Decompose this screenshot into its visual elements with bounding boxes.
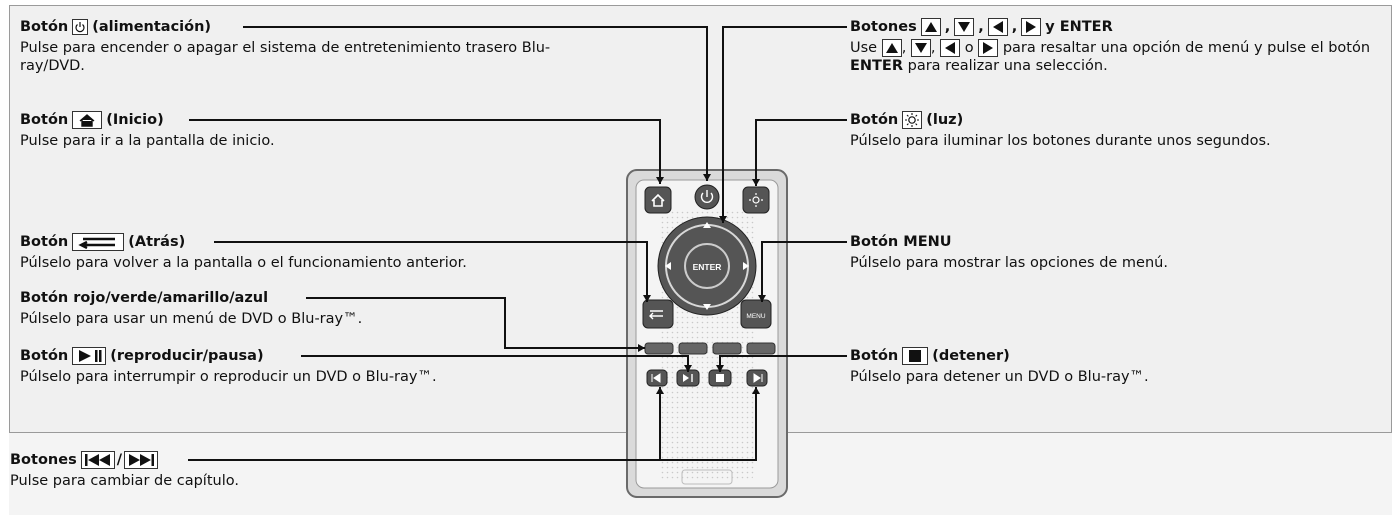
callout-back-title: Botón (Atrás) xyxy=(20,232,620,252)
right-arrow-icon[interactable] xyxy=(743,262,749,270)
leader-lines xyxy=(188,26,847,461)
callout-power-title: Botón (alimentación) xyxy=(20,17,580,37)
callout-home: Botón (Inicio) Pulse para ir a la pantal… xyxy=(20,110,580,150)
arrows-desc-enter: ENTER xyxy=(850,58,904,74)
callout-home-title-pre: Botón xyxy=(20,112,69,128)
light-button[interactable] xyxy=(742,186,770,214)
power-icon xyxy=(72,19,89,35)
callout-playpause-desc: Púlselo para interrumpir o reproducir un… xyxy=(20,369,437,385)
callout-arrows-desc: Use , , o para resaltar una opción de me… xyxy=(850,39,1371,74)
play-pause-icon xyxy=(72,347,107,365)
callout-menu: Botón MENU Púlselo para mostrar las opci… xyxy=(850,232,1380,272)
play-pause-button[interactable] xyxy=(676,369,700,387)
callout-playpause-title-post: (reproducir/pausa) xyxy=(110,348,264,364)
callout-color-title: Botón rojo/verde/amarillo/azul xyxy=(20,290,269,306)
next-button[interactable] xyxy=(746,369,768,387)
back-button[interactable] xyxy=(642,299,674,329)
arrows-desc-end: para realizar una selección. xyxy=(907,58,1108,74)
callout-color-desc: Púlselo para usar un menú de DVD o Blu-r… xyxy=(20,311,363,327)
stop-button[interactable] xyxy=(708,369,732,387)
callout-stop-desc: Púlselo para detener un DVD o Blu-ray™. xyxy=(850,369,1149,385)
enter-label: ENTER xyxy=(693,262,722,272)
callout-skip: Botones / Pulse para cambiar de capítulo… xyxy=(10,450,570,490)
skip-back-icon xyxy=(80,451,115,469)
callout-power-title-pre: Botón xyxy=(20,19,69,35)
arrows-desc-o: o xyxy=(964,40,974,56)
callout-arrows-title-post: y ENTER xyxy=(1045,19,1113,35)
callout-home-desc: Pulse para ir a la pantalla de inicio. xyxy=(20,133,275,149)
callout-home-title: Botón (Inicio) xyxy=(20,110,580,130)
right-icon xyxy=(1021,18,1042,36)
right-icon-inline xyxy=(978,39,999,57)
callout-stop: Botón (detener) Púlselo para detener un … xyxy=(850,346,1380,386)
callout-playpause-title-pre: Botón xyxy=(20,348,69,364)
back-icon xyxy=(72,233,125,251)
callout-arrows-title: Botones , , , y ENTER xyxy=(850,18,1113,36)
home-button[interactable] xyxy=(644,186,672,214)
menu-label: MENU xyxy=(746,313,765,320)
callout-menu-title: Botón MENU xyxy=(850,234,952,250)
power-button[interactable] xyxy=(694,184,720,210)
callout-light-desc: Púlselo para iluminar los botones durant… xyxy=(850,133,1271,149)
home-icon xyxy=(72,111,103,129)
callout-power-title-post: (alimentación) xyxy=(92,19,212,35)
callout-light-title-pre: Botón xyxy=(850,112,899,128)
skip-forward-icon xyxy=(124,451,158,469)
callout-arrows-title-pre: Botones xyxy=(850,19,917,35)
light-icon xyxy=(902,111,923,129)
callout-light-title-post: (luz) xyxy=(926,112,964,128)
up-arrow-icon[interactable] xyxy=(703,222,711,228)
up-icon xyxy=(920,18,941,36)
callout-back-title-pre: Botón xyxy=(20,234,69,250)
callout-stop-title: Botón (detener) xyxy=(850,346,1380,366)
callout-playpause: Botón (reproducir/pausa) Púlselo para in… xyxy=(20,346,580,386)
callout-home-title-post: (Inicio) xyxy=(106,112,164,128)
callout-arrows: Botones , , , y ENTER Use , , o para res… xyxy=(850,17,1380,75)
down-arrow-icon[interactable] xyxy=(703,304,711,310)
callout-playpause-title: Botón (reproducir/pausa) xyxy=(20,346,580,366)
stop-icon xyxy=(902,347,929,365)
remote-control: ENTER MENU xyxy=(626,169,788,498)
callout-back-title-post: (Atrás) xyxy=(128,234,186,250)
callout-light-title: Botón (luz) xyxy=(850,110,1385,130)
callout-stop-title-post: (detener) xyxy=(932,348,1010,364)
left-icon xyxy=(987,18,1008,36)
arrows-desc-use: Use xyxy=(850,40,878,56)
down-icon xyxy=(954,18,975,36)
callout-skip-title: Botones / xyxy=(10,450,570,470)
callout-power-desc: Pulse para encender o apagar el sistema … xyxy=(20,40,551,74)
callout-menu-desc: Púlselo para mostrar las opciones de men… xyxy=(850,255,1168,271)
callout-light: Botón (luz) Púlselo para iluminar los bo… xyxy=(850,110,1385,150)
down-icon-inline xyxy=(910,39,931,57)
callout-stop-title-pre: Botón xyxy=(850,348,899,364)
arrows-desc-mid: para resaltar una opción de menú y pulse… xyxy=(1002,40,1371,56)
left-icon-inline xyxy=(940,39,961,57)
left-arrow-icon[interactable] xyxy=(665,262,671,270)
navigation-pad[interactable]: ENTER xyxy=(657,216,757,316)
callout-skip-desc: Pulse para cambiar de capítulo. xyxy=(10,473,239,489)
callout-back-desc: Púlselo para volver a la pantalla o el f… xyxy=(20,255,467,271)
menu-button[interactable]: MENU xyxy=(740,299,772,329)
color-buttons[interactable] xyxy=(644,342,776,355)
callout-back: Botón (Atrás) Púlselo para volver a la p… xyxy=(20,232,620,272)
callout-power: Botón (alimentación) Pulse para encender… xyxy=(20,17,580,75)
callout-color: Botón rojo/verde/amarillo/azul Púlselo p… xyxy=(20,288,580,328)
up-icon-inline xyxy=(881,39,902,57)
prev-button[interactable] xyxy=(646,369,668,387)
callout-skip-title-pre: Botones xyxy=(10,452,77,468)
